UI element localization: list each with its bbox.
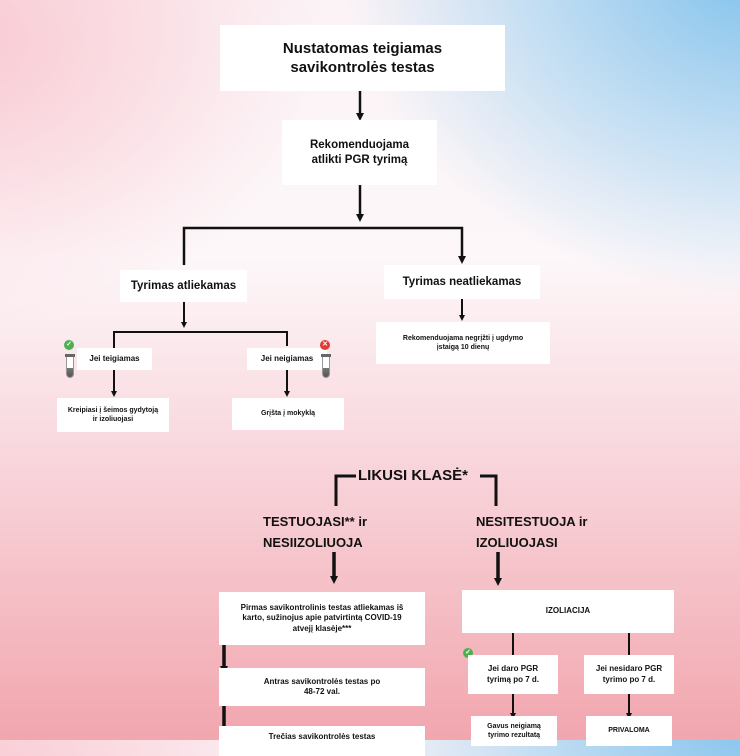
second-self-test-label: Antras savikontrolės testas po 48-72 val… [263,676,381,696]
isolation-label: IZOLIACIJA [545,606,591,616]
remaining-class-title: LIKUSI KLASĖ* [358,467,469,484]
check-icon: ✓ [64,340,74,350]
second-self-test-node: Antras savikontrolės testas po 48-72 val… [219,668,425,706]
pcr-done-label: Jei daro PGR tyrimą po 7 d. [486,664,539,684]
return-to-school-label: Grįšta į mokyklą [260,410,316,418]
test-not-performed-node: Tyrimas neatliekamas [384,265,540,299]
third-self-test-label: Trečias savikontrolės testas [268,732,376,741]
test-tube-icon [321,354,331,378]
stay-home-node: Rekomenduojama negrįžti į ugdymo įstaigą… [376,322,550,364]
check-icon: ✓ [463,648,473,658]
isolation-node: IZOLIACIJA [462,590,674,633]
return-to-school-node: Grįšta į mokyklą [232,398,344,430]
mandatory-label: PRIVALOMA [608,727,650,734]
positive-self-test-label: Nustatomas teigiamas savikontrolės testa… [282,39,443,77]
no-tests-isolation-title: NESITESTUOJA ir IZOLIUOJASI [476,514,588,550]
positive-self-test-node: Nustatomas teigiamas savikontrolės testa… [220,25,505,91]
contact-doctor-node: Kreipiasi į šeimos gydytoją ir izoliuoja… [57,398,169,432]
pcr-not-done-node: Jei nesidaro PGR tyrimo po 7 d. [584,655,674,694]
if-positive-label: Jei teigiamas [89,353,140,363]
test-performed-node: Tyrimas atliekamas [120,270,247,302]
recommend-pcr-label: Rekomenduojama atlikti PGR tyrimą [309,138,410,166]
test-performed-label: Tyrimas atliekamas [130,279,237,292]
if-negative-node: Jei neigiamas [247,348,327,370]
negative-result-label: Gavus neigiamą tyrimo rezultatą [487,723,541,740]
test-not-performed-label: Tyrimas neatliekamas [402,275,522,288]
tests-no-isolation-title: TESTUOJASI** ir NESIIZOLIUOJA [263,514,368,550]
stay-home-label: Rekomenduojama negrįžti į ugdymo įstaigą… [402,334,524,351]
test-tube-icon [65,354,75,378]
if-negative-label: Jei neigiamas [260,353,314,363]
recommend-pcr-node: Rekomenduojama atlikti PGR tyrimą [282,120,437,185]
third-self-test-node: Trečias savikontrolės testas [219,726,425,756]
pcr-done-node: Jei daro PGR tyrimą po 7 d. [468,655,558,694]
cross-icon: ✕ [320,340,330,350]
pcr-not-done-label: Jei nesidaro PGR tyrimo po 7 d. [595,664,663,684]
negative-result-node: Gavus neigiamą tyrimo rezultatą [471,716,557,746]
first-self-test-label: Pirmas savikontrolinis testas atliekamas… [240,602,404,633]
contact-doctor-label: Kreipiasi į šeimos gydytoją ir izoliuoja… [67,406,159,423]
if-positive-node: Jei teigiamas [77,348,152,370]
first-self-test-node: Pirmas savikontrolinis testas atliekamas… [219,592,425,645]
mandatory-node: PRIVALOMA [586,716,672,746]
